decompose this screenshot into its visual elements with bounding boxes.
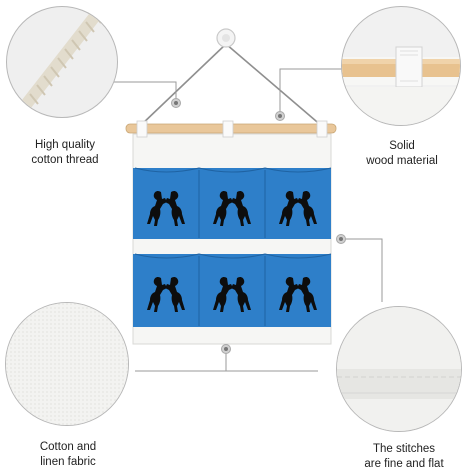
wall-hook-icon bbox=[216, 28, 236, 48]
silhouette-print bbox=[279, 276, 317, 312]
detail-circle-stitches bbox=[336, 306, 462, 432]
label-thread-line1: High quality bbox=[34, 139, 96, 151]
pocket-seams bbox=[134, 167, 332, 326]
pocket-band-bottom bbox=[133, 254, 331, 327]
label-thread: High quality cotton thread bbox=[16, 138, 114, 168]
rope-closeup-icon bbox=[15, 7, 105, 117]
label-thread-line2: cotton thread bbox=[31, 154, 99, 166]
label-fabric: Cotton and linen fabric bbox=[20, 440, 116, 470]
label-stitches-line2: are fine and flat bbox=[364, 458, 444, 470]
label-wood-line2: wood material bbox=[366, 155, 438, 167]
silhouette-print bbox=[213, 190, 251, 226]
label-wood-line1: Solid bbox=[389, 140, 415, 152]
label-fabric-line2: linen fabric bbox=[40, 456, 96, 468]
pocket-prints bbox=[147, 190, 317, 312]
label-fabric-line1: Cotton and bbox=[39, 441, 97, 453]
label-stitches-line1: The stitches bbox=[373, 443, 435, 455]
silhouette-print bbox=[279, 190, 317, 226]
detail-circle-thread bbox=[6, 6, 118, 118]
label-wood: Solid wood material bbox=[350, 139, 454, 169]
stitches-closeup-icon bbox=[337, 307, 461, 431]
silhouette-print bbox=[147, 276, 185, 312]
pocket-band-top bbox=[133, 168, 331, 239]
hanging-rope bbox=[139, 43, 324, 128]
fabric-loop-center bbox=[222, 120, 234, 138]
detail-circle-wood bbox=[341, 6, 461, 126]
callout-anchor-dots bbox=[171, 98, 346, 354]
fabric-loop-left bbox=[136, 120, 148, 138]
detail-circle-fabric bbox=[5, 302, 129, 426]
fabric-closeup-icon bbox=[6, 303, 128, 425]
silhouette-print bbox=[213, 276, 251, 312]
callout-leader-lines bbox=[112, 68, 383, 372]
wood-closeup-icon bbox=[342, 46, 460, 125]
label-stitches: The stitches are fine and flat bbox=[346, 442, 462, 472]
fabric-loop-right bbox=[316, 120, 328, 138]
silhouette-print bbox=[147, 190, 185, 226]
